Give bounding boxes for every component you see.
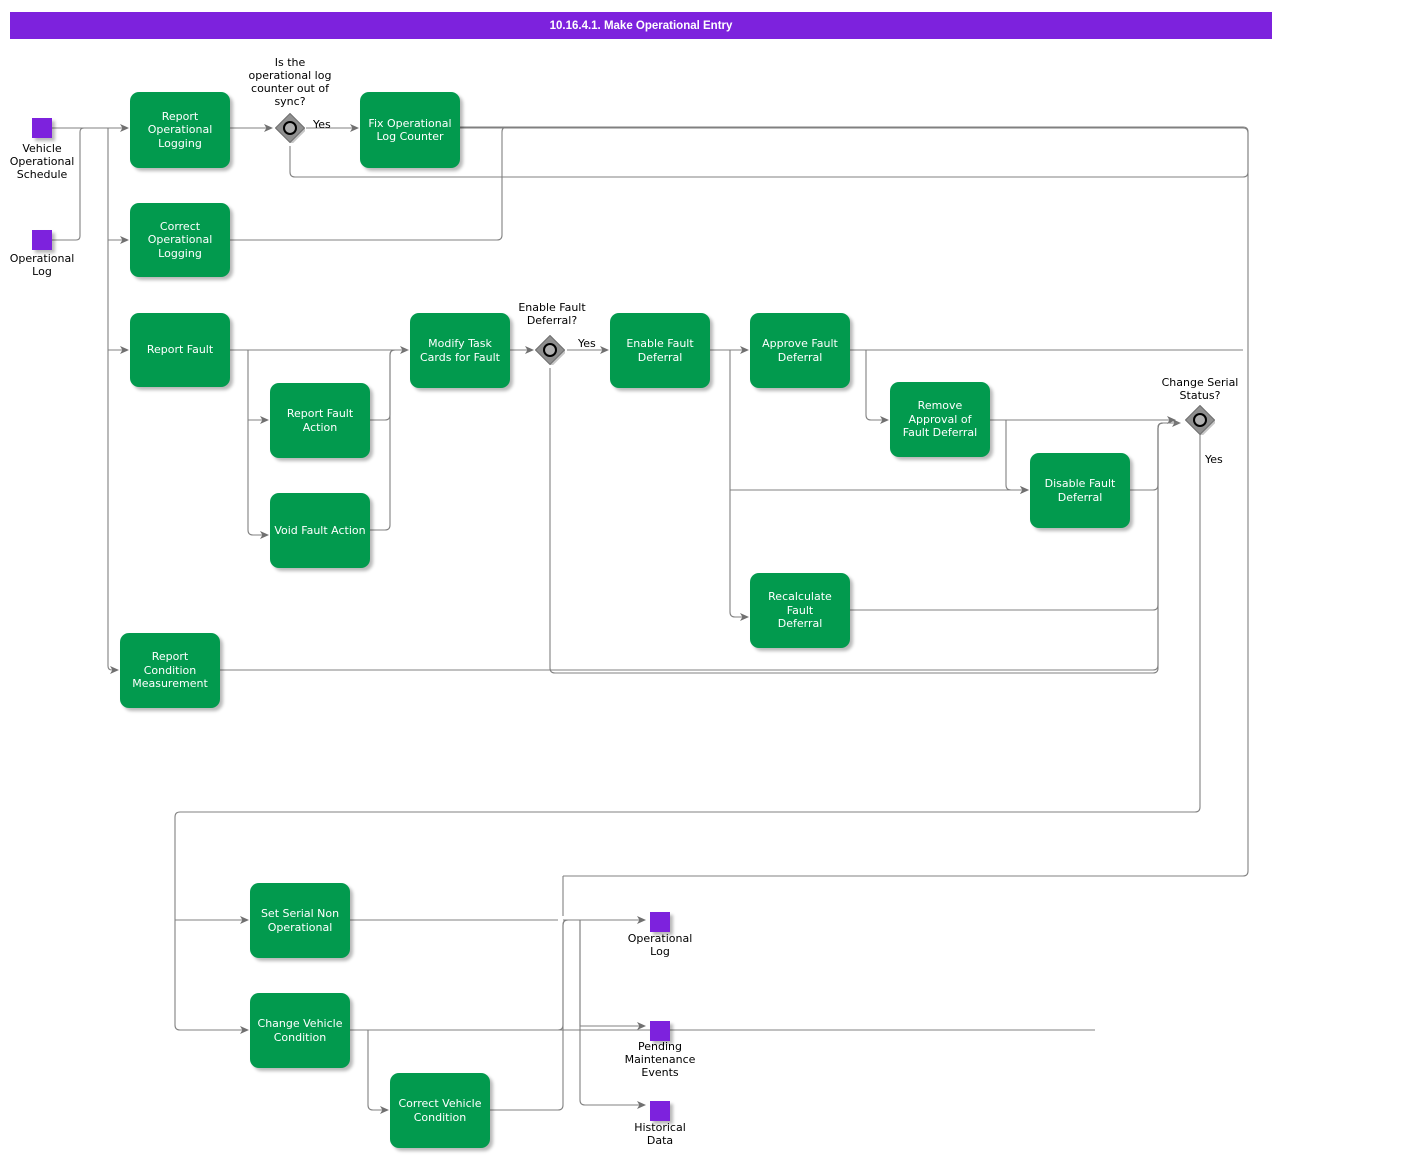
task-remove-approval-of-fault-deferral[interactable]: Remove Approval of Fault Deferral — [890, 382, 990, 457]
data-object-label-pending-maintenance-events: Pending Maintenance Events — [624, 1040, 696, 1079]
task-label: Recalculate Fault Deferral — [768, 590, 832, 631]
gateway-label-change-serial-status: Change Serial Status? — [1161, 376, 1239, 402]
task-set-serial-non-operational[interactable]: Set Serial Non Operational — [250, 883, 350, 958]
task-label: Remove Approval of Fault Deferral — [902, 399, 978, 440]
task-fix-operational-log-counter[interactable]: Fix Operational Log Counter — [360, 92, 460, 168]
data-object-vehicle-operational-schedule[interactable] — [32, 118, 52, 138]
task-recalculate-fault-deferral[interactable]: Recalculate Fault Deferral — [750, 573, 850, 648]
task-report-fault[interactable]: Report Fault — [130, 313, 230, 387]
task-label: Correct Vehicle Condition — [398, 1097, 482, 1124]
data-object-label-historical-data: Historical Data — [634, 1121, 686, 1147]
task-label: Enable Fault Deferral — [626, 337, 694, 364]
task-label: Report Operational Logging — [147, 109, 213, 150]
task-report-condition-measurement[interactable]: Report Condition Measurement — [120, 633, 220, 708]
task-modify-task-cards-for-fault[interactable]: Modify Task Cards for Fault — [410, 313, 510, 388]
task-correct-operational-logging[interactable]: Correct Operational Logging — [130, 203, 230, 277]
task-void-fault-action[interactable]: Void Fault Action — [270, 493, 370, 568]
gateway-label-log-counter-out-of-sync: Is the operational log counter out of sy… — [248, 56, 332, 108]
task-label: Set Serial Non Operational — [260, 907, 340, 934]
edge-label-yes-enable-fault-deferral: Yes — [578, 337, 596, 350]
data-object-operational-log-output[interactable] — [650, 912, 670, 932]
task-label: Disable Fault Deferral — [1044, 477, 1116, 504]
data-object-label-operational-log-output: Operational Log — [627, 932, 693, 958]
task-label: Modify Task Cards for Fault — [420, 337, 500, 364]
task-label: Report Fault Action — [286, 407, 354, 434]
gateway-change-serial-status[interactable] — [1184, 404, 1217, 437]
page-title: 10.16.4.1. Make Operational Entry — [10, 12, 1272, 39]
data-object-operational-log-input[interactable] — [32, 230, 52, 250]
task-correct-vehicle-condition[interactable]: Correct Vehicle Condition — [390, 1073, 490, 1148]
task-label: Fix Operational Log Counter — [368, 116, 452, 144]
gateway-label-enable-fault-deferral: Enable Fault Deferral? — [518, 301, 586, 327]
data-object-label-vehicle-operational-schedule: Vehicle Operational Schedule — [9, 142, 75, 181]
task-label: Report Fault — [146, 343, 214, 357]
task-label: Void Fault Action — [274, 523, 366, 537]
task-report-operational-logging[interactable]: Report Operational Logging — [130, 92, 230, 168]
task-report-fault-action[interactable]: Report Fault Action — [270, 383, 370, 458]
task-change-vehicle-condition[interactable]: Change Vehicle Condition — [250, 993, 350, 1068]
edge-label-yes-change-serial-status: Yes — [1205, 453, 1223, 466]
task-label: Change Vehicle Condition — [257, 1017, 343, 1044]
task-label: Approve Fault Deferral — [762, 337, 838, 364]
task-label: Correct Operational Logging — [147, 219, 213, 260]
task-disable-fault-deferral[interactable]: Disable Fault Deferral — [1030, 453, 1130, 528]
edge-label-yes-log-counter: Yes — [313, 118, 331, 131]
gateway-log-counter-out-of-sync[interactable] — [274, 112, 307, 145]
data-object-historical-data[interactable] — [650, 1101, 670, 1121]
data-object-pending-maintenance-events[interactable] — [650, 1021, 670, 1041]
task-label: Report Condition Measurement — [132, 650, 208, 691]
task-approve-fault-deferral[interactable]: Approve Fault Deferral — [750, 313, 850, 388]
data-object-label-operational-log-input: Operational Log — [9, 252, 75, 278]
gateway-enable-fault-deferral[interactable] — [534, 334, 567, 367]
task-enable-fault-deferral[interactable]: Enable Fault Deferral — [610, 313, 710, 388]
